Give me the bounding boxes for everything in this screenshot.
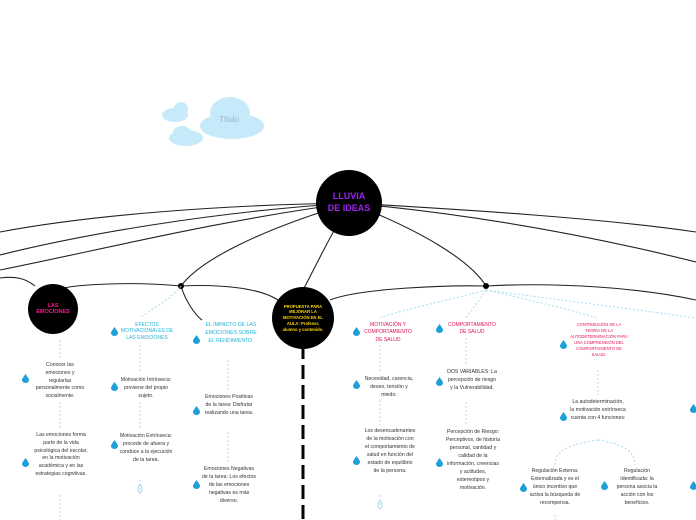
- drop-icon: [193, 480, 200, 489]
- drop-icon: [353, 327, 360, 336]
- drop-icon: [111, 440, 118, 449]
- motivacion-item[interactable]: Los desencadenantes de la motivación con…: [364, 428, 416, 475]
- drop-icon: [193, 335, 200, 344]
- drop-icon: [193, 406, 200, 415]
- drop-icon: [436, 377, 443, 386]
- drop-icon: [690, 404, 696, 413]
- motivacion-item[interactable]: Necesidad, carencia, deseo, tensión y mi…: [364, 376, 414, 399]
- drop-icon: [22, 374, 29, 383]
- impacto-item[interactable]: Emociones Negativas de la tarea: Los efe…: [202, 466, 256, 505]
- drop-icon: [690, 481, 696, 490]
- sub-connectors: [59, 285, 696, 520]
- comportamiento-label[interactable]: COMPORTAMIENTO DE SALUD: [448, 322, 496, 336]
- comportamiento-item[interactable]: DOS VARIABLES: La percepción de riesgo y…: [447, 369, 497, 392]
- contribucion-item[interactable]: Regulación Identificada: la persona asoc…: [616, 468, 658, 507]
- root-label: LLUVIA DE IDEAS: [327, 191, 371, 213]
- contribucion-item[interactable]: Regulación Externa: Externalizada y es e…: [529, 468, 581, 507]
- drop-icon: [560, 412, 567, 421]
- proposal-label: PROPUESTA PARA MEJORAR LA MOTIVACIÓN EN …: [282, 303, 324, 332]
- impacto-label[interactable]: EL IMPACTO DE LAS EMOCIONES SOBRE EL REN…: [205, 322, 257, 344]
- contribucion-item[interactable]: La autodeterminación, la motivación extr…: [570, 399, 626, 422]
- root-node[interactable]: LLUVIA DE IDEAS: [316, 170, 382, 236]
- root-connectors: [0, 202, 696, 321]
- junction-dot: [483, 283, 489, 289]
- emociones-node[interactable]: LAS EMOCIONES: [28, 284, 78, 334]
- cloud-icon: [162, 97, 264, 146]
- motivacion-label[interactable]: MOTIVACIÓN Y COMPORTAMIENTO DE SALUD: [364, 322, 412, 343]
- drop-icon: [560, 340, 567, 349]
- emociones-label: LAS EMOCIONES: [36, 303, 70, 315]
- outline-drop-icons: [137, 483, 383, 510]
- drop-icon: [436, 458, 443, 467]
- comportamiento-item[interactable]: Percepción de Riesgo: Perceptivos, de hi…: [446, 429, 500, 492]
- impacto-item[interactable]: Emociones Positivas de la tarea: Disfrut…: [204, 394, 254, 417]
- proposal-node[interactable]: PROPUESTA PARA MEJORAR LA MOTIVACIÓN EN …: [272, 287, 334, 349]
- emociones-item[interactable]: Las emociones forma parte de la vida psi…: [34, 432, 88, 477]
- drop-icon: [436, 324, 443, 333]
- efectos-label[interactable]: EFECTOS MOTIVACIONALES DE LAS EMOCIONES: [120, 322, 174, 341]
- contribucion-label[interactable]: CONTRIBUCIÓN DE LA TEORÍA DE LA AUTODETE…: [570, 322, 628, 357]
- drop-icon: [111, 327, 118, 336]
- cloud-title[interactable]: Título: [218, 115, 239, 124]
- efectos-item[interactable]: Motivación Intrínseca: proviene del prop…: [120, 377, 172, 400]
- drop-icon: [601, 481, 608, 490]
- efectos-item[interactable]: Motivación Extrínseca: procede de afuera…: [119, 433, 173, 464]
- drop-icon: [111, 382, 118, 391]
- drop-icon: [520, 483, 527, 492]
- drop-icon: [353, 456, 360, 465]
- drop-icon: [22, 458, 29, 467]
- drop-icon: [353, 380, 360, 389]
- emociones-item[interactable]: Conocer las emociones y regularlas perso…: [35, 362, 85, 400]
